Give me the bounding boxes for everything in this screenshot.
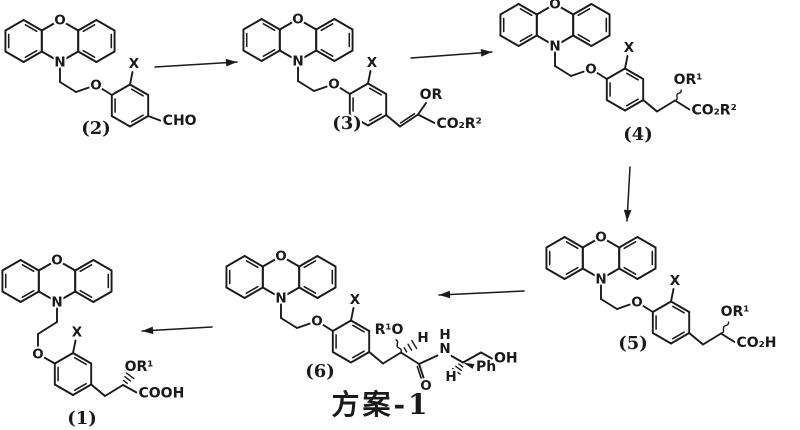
oxazine-oxygen-label: O — [292, 12, 303, 28]
compound-5-structure: O N O X OR¹ CO₂H (5) — [545, 228, 779, 356]
compound-number-4: (4) — [623, 124, 653, 145]
compound-number-3: (3) — [332, 113, 362, 134]
benzylic-hydrogen-label: H — [445, 369, 456, 385]
ether-oxygen-label: O — [328, 77, 339, 93]
compound-2-structure: O N O X CHO (2) — [4, 11, 199, 141]
oxazine-oxygen-label: O — [549, 0, 560, 13]
compound-number-1: (1) — [67, 408, 97, 429]
alkoxy-label: OR¹ — [125, 359, 154, 375]
arrow-5-to-6 — [438, 290, 525, 299]
arrow-3-to-4 — [410, 49, 493, 59]
aldehyde-label: CHO — [163, 113, 197, 129]
oxazine-oxygen-label: O — [54, 13, 65, 29]
amide-hydrogen-label: H — [439, 327, 450, 343]
ester-label: CO₂R² — [692, 103, 737, 119]
compound-number-6: (6) — [305, 361, 335, 382]
arrow-2-to-3 — [154, 58, 238, 68]
alkoxy-label: OR¹ — [674, 72, 703, 88]
ether-oxygen-label: O — [32, 347, 43, 363]
alpha-hydrogen-label: H — [417, 330, 428, 346]
scheme-caption-text: 方案-1 — [331, 388, 430, 421]
alkoxy-label: OR¹ — [721, 304, 750, 320]
compound-number-2: (2) — [81, 118, 111, 139]
oxazine-oxygen-label: O — [595, 230, 606, 246]
arrow-4-to-5 — [623, 166, 632, 222]
x-substituent-label: X — [129, 56, 140, 72]
ether-oxygen-label: O — [90, 78, 101, 94]
phenyl-label: Ph — [476, 359, 496, 375]
oxazine-oxygen-label: O — [51, 253, 62, 269]
x-substituent-label: X — [624, 40, 635, 56]
compound-3-structure: O N O X OR CO₂R² (3) — [242, 10, 484, 136]
oxazine-nitrogen-label: N — [549, 39, 560, 55]
compound-1-structure: O N O X OR¹ COOH (1) — [1, 251, 186, 430]
oxazine-nitrogen-label: N — [275, 291, 286, 307]
compound-number-5: (5) — [618, 333, 648, 354]
arrow-6-to-1 — [141, 326, 213, 335]
enol-or-label: OR — [420, 87, 443, 103]
x-substituent-label: X — [670, 273, 681, 289]
ether-oxygen-label: O — [631, 295, 642, 311]
oxazine-nitrogen-label: N — [51, 295, 62, 311]
acid-label: COOH — [139, 386, 185, 402]
x-substituent-label: X — [350, 292, 361, 308]
x-substituent-label: X — [367, 55, 378, 71]
hydroxyl-label: OH — [494, 351, 518, 367]
carbonyl-oxygen-label: O — [420, 378, 431, 394]
alkoxy-label: R¹O — [375, 322, 404, 338]
scheme-caption: 方案-1 — [331, 388, 430, 421]
x-substituent-label: X — [72, 325, 83, 341]
ether-oxygen-label: O — [311, 314, 322, 330]
compound-4-structure: O N O X OR¹ CO₂R² (4) — [499, 0, 739, 147]
oxazine-nitrogen-label: N — [595, 272, 606, 288]
acid-label: CO₂H — [737, 335, 777, 351]
oxazine-nitrogen-label: N — [54, 55, 65, 71]
oxazine-oxygen-label: O — [275, 249, 286, 265]
amide-nitrogen-label: N — [439, 341, 450, 357]
oxazine-nitrogen-label: N — [292, 54, 303, 70]
ether-oxygen-label: O — [585, 62, 596, 78]
ester-label: CO₂R² — [437, 116, 482, 132]
